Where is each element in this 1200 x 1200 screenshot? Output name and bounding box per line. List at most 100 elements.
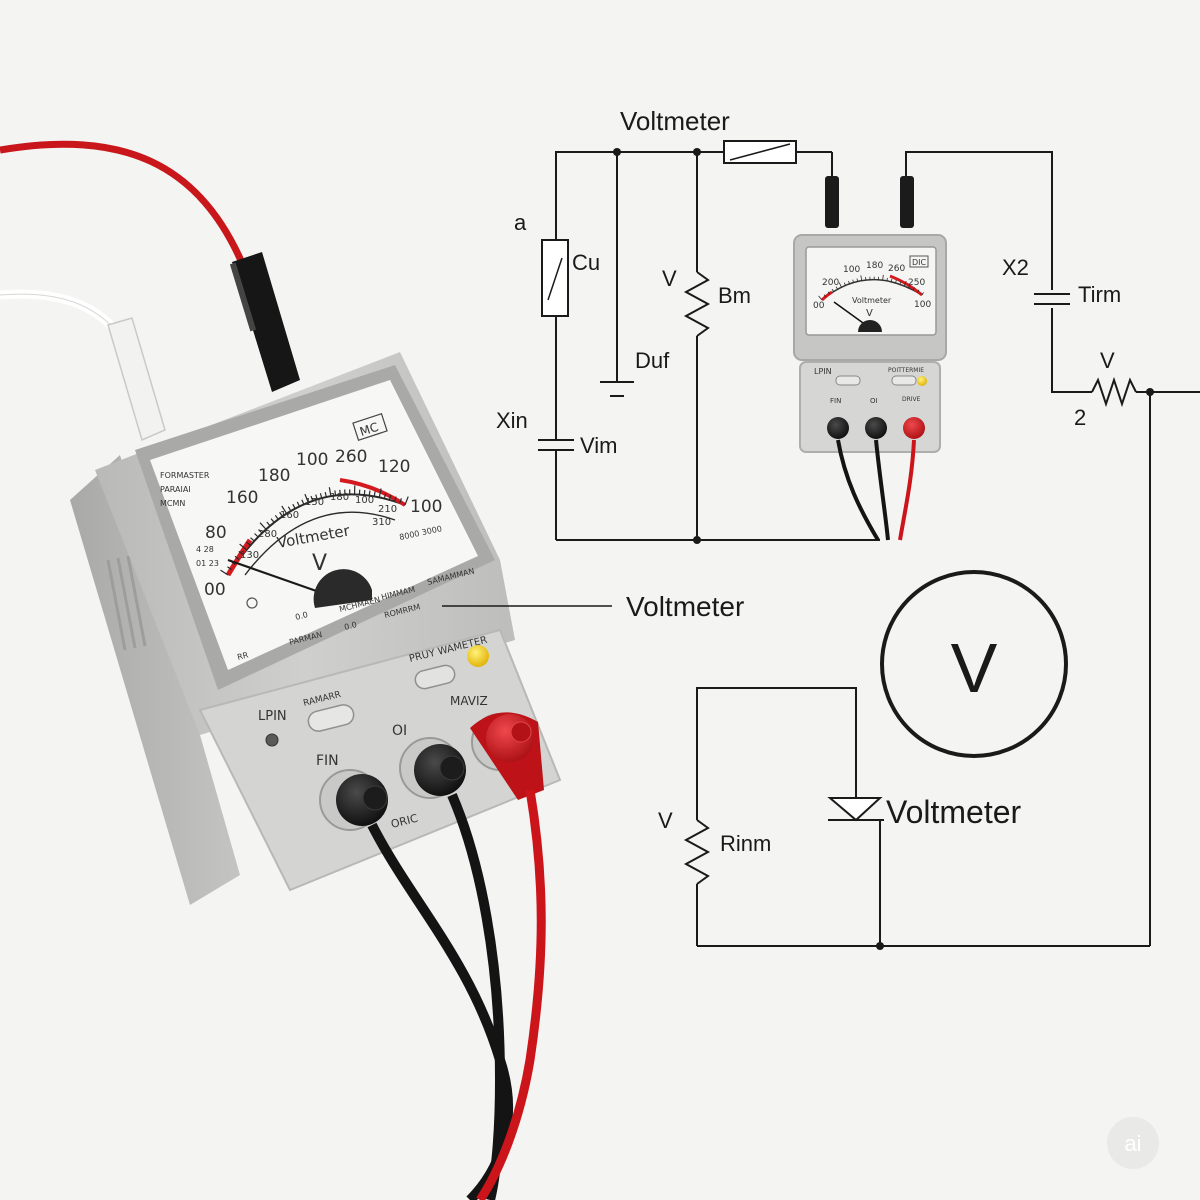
red-scale-right	[339, 478, 407, 507]
lower-resistor-left-label: V	[658, 808, 673, 833]
svg-text:0.0: 0.0	[343, 620, 358, 632]
jack-label-maviz: MAVIZ	[450, 694, 488, 708]
svg-text:180: 180	[866, 261, 883, 271]
scale-tick	[917, 289, 920, 293]
scale-number: 120	[378, 457, 410, 477]
small-range-button[interactable]	[891, 375, 917, 386]
scale-tick	[899, 281, 902, 285]
scale-tick	[373, 491, 376, 497]
svg-text:01 23: 01 23	[196, 559, 219, 568]
scale-number: 260	[335, 447, 367, 467]
scale-tick	[319, 493, 323, 499]
middle-resistor	[683, 271, 711, 337]
scale-tick	[334, 490, 337, 496]
svg-text:180: 180	[330, 492, 349, 503]
scale-number: 100	[296, 450, 328, 470]
schematic: Voltmeter a Cu Xin Vim Duf V Bm	[442, 106, 1200, 950]
scale-tick	[886, 277, 888, 281]
small-voltmeter: 200 100 180 260 00 250 100 DIC Voltmeter…	[793, 176, 947, 542]
small-yellow-led	[917, 376, 927, 386]
range-button[interactable]	[413, 663, 456, 690]
scale-tick	[399, 498, 402, 504]
probe-wires	[367, 789, 546, 1200]
svg-text:150: 150	[305, 497, 324, 508]
watermark-text: ai	[1124, 1131, 1141, 1156]
svg-text:4 28: 4 28	[196, 545, 214, 554]
scale-tick	[835, 286, 838, 290]
scale-tick	[903, 280, 907, 287]
ai-watermark: ai	[1107, 1117, 1159, 1169]
small-lamp-label: LPIN	[814, 367, 832, 376]
svg-text:200: 200	[822, 278, 839, 288]
scale-tick	[860, 275, 863, 281]
scale-tick	[279, 511, 283, 517]
middle-resistor-left-label: V	[662, 266, 677, 291]
small-black-plug-1[interactable]	[827, 417, 849, 439]
scale-tick	[843, 282, 846, 286]
scale-tick	[259, 522, 267, 530]
middle-resistor-right-label: Bm	[718, 283, 751, 308]
right-capacitor-right-label: Tirm	[1078, 282, 1121, 307]
scale-tick	[315, 494, 318, 500]
scale-tick	[368, 490, 371, 496]
scale-tick	[296, 501, 301, 507]
scale-tick	[287, 506, 292, 512]
capacitor-left-label: Xin	[496, 408, 528, 433]
zero-adjust-screw[interactable]	[246, 597, 258, 609]
scale-number: 100	[410, 497, 442, 517]
scale-tick	[383, 493, 387, 499]
scale-number: 180	[258, 466, 290, 486]
inner-scale-arc	[244, 511, 396, 576]
small-black-plug-2[interactable]	[865, 417, 887, 439]
scale-tick	[848, 280, 850, 285]
schematic-top-label: Voltmeter	[620, 106, 730, 136]
scale-tick	[304, 493, 309, 503]
scale-tick	[404, 496, 409, 506]
diode	[827, 797, 883, 822]
small-jack-label-oi: OI	[870, 397, 878, 405]
scale-tick	[328, 487, 332, 497]
small-button-label: POITTERMIE	[888, 367, 924, 374]
scale-tick	[856, 278, 859, 282]
svg-text:PARAIAI: PARAIAI	[160, 485, 191, 494]
small-function-button[interactable]	[835, 375, 861, 386]
meter-side	[70, 455, 240, 905]
big-voltmeter: 00 80 160 180 100 260 120 100 130 280 16…	[70, 352, 562, 905]
small-scale-numbers: 200 100 180 260 00 250 100	[813, 261, 931, 311]
scale-tick	[274, 514, 279, 520]
corner-tag: MC	[358, 420, 380, 439]
scale-tick	[324, 491, 327, 498]
side-vents	[106, 555, 147, 651]
scale-numbers: 00 80 160 180 100 260 120 100	[204, 447, 442, 600]
red-scale-left	[225, 538, 253, 577]
svg-text:280: 280	[258, 529, 277, 540]
right-resistor-bottom-label: 2	[1074, 405, 1086, 430]
top-wire	[555, 151, 724, 470]
svg-text:130: 130	[240, 550, 259, 561]
small-scale-ticks	[818, 274, 924, 301]
red-cable-top	[0, 140, 249, 272]
scale-tick	[890, 278, 893, 282]
svg-text:250: 250	[908, 278, 925, 288]
white-cable	[0, 289, 124, 338]
scale-tick	[838, 282, 842, 288]
scale-tick	[234, 555, 240, 560]
scale-tick	[827, 291, 831, 295]
yellow-indicator-led	[467, 645, 489, 667]
small-dial-title: Voltmeter	[852, 296, 892, 305]
small-needle-pivot	[858, 320, 882, 332]
function-button[interactable]	[306, 703, 355, 734]
svg-text:310: 310	[372, 517, 391, 528]
small-red-plug[interactable]	[903, 417, 925, 439]
dial-unit: V	[312, 551, 327, 576]
svg-text:100: 100	[843, 265, 860, 275]
scale-tick	[250, 537, 255, 542]
svg-text:RR: RR	[236, 650, 249, 662]
lower-resistor-right-label: Rinm	[720, 831, 771, 856]
scale-tick	[246, 541, 251, 546]
small-jack-label-fin: FIN	[830, 397, 841, 405]
scale-tick	[378, 488, 382, 498]
meter-lower-panel	[198, 628, 562, 892]
scale-tick	[831, 288, 834, 292]
